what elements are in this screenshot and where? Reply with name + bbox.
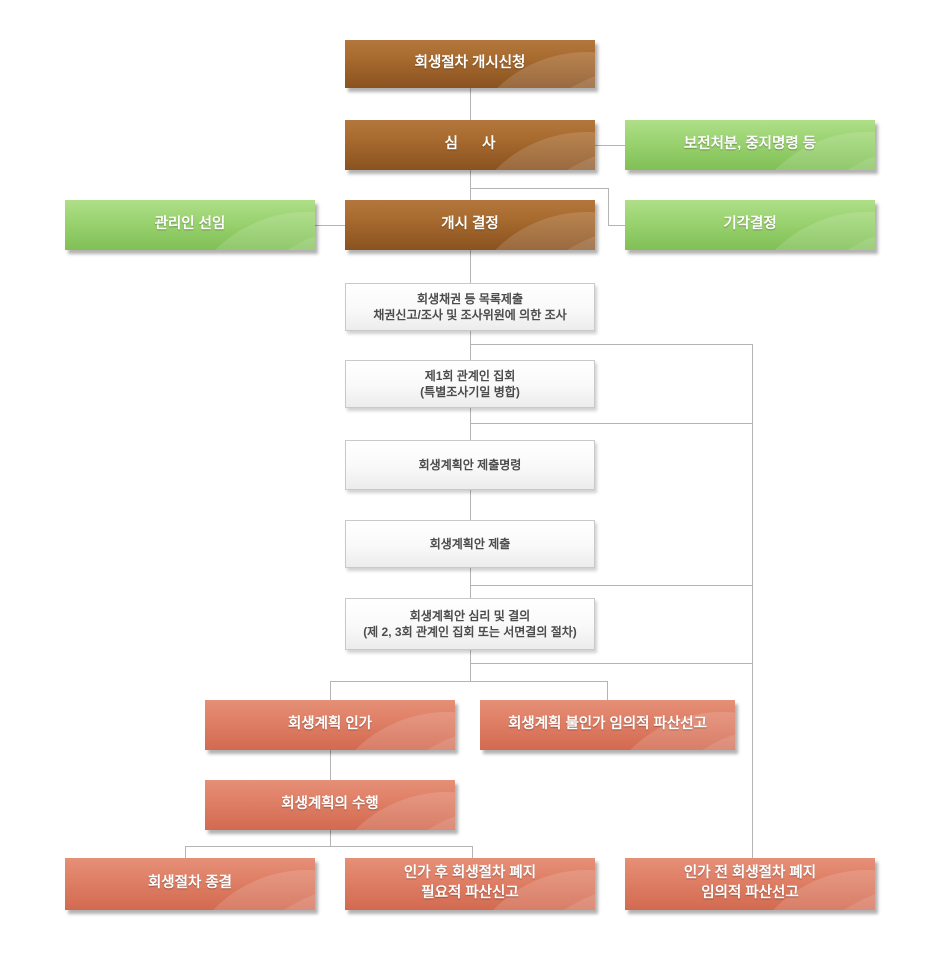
connector (470, 650, 471, 681)
node-label: 심 사 (444, 136, 496, 153)
node-label: 회생절차 종결 (147, 875, 233, 892)
node-dismissal-decision: 기각결정 (625, 200, 875, 250)
node-label: 관리인 선임 (154, 216, 226, 233)
node-commencement-application: 회생절차 개시신청 (345, 40, 595, 88)
node-label: 개시 결정 (441, 216, 499, 233)
node-custodian-appointment: 관리인 선임 (65, 200, 315, 250)
node-label: 기각결정 (723, 216, 777, 233)
node-plan-disapproval: 회생계획 불인가 임의적 파산선고 (480, 700, 735, 750)
connector (607, 681, 608, 700)
connector (470, 331, 471, 360)
node-claims-list-submission: 회생채권 등 목록제출 채권신고/조사 및 조사위원에 의한 조사 (345, 283, 595, 331)
connector (315, 225, 345, 226)
connector (330, 681, 331, 700)
connector (330, 750, 331, 780)
connector (595, 145, 625, 146)
node-plan-submission: 회생계획안 제출 (345, 520, 595, 568)
node-label: 회생절차 개시신청 (414, 55, 526, 72)
connector (470, 169, 471, 200)
node-label: 회생계획안 심리 및 결의 (제 2, 3회 관계인 집회 또는 서면결의 절차… (363, 608, 577, 639)
connector (330, 681, 607, 682)
node-plan-submission-order: 회생계획안 제출명령 (345, 440, 595, 490)
node-discontinuation-after-approval: 인가 후 회생절차 폐지 필요적 파산신고 (345, 858, 595, 910)
connector (185, 846, 472, 847)
node-label: 회생계획안 제출명령 (418, 457, 522, 472)
connector (470, 568, 471, 598)
node-commencement-decision: 개시 결정 (345, 200, 595, 250)
connector (472, 846, 473, 858)
connector (470, 490, 471, 520)
node-plan-review-resolution: 회생계획안 심리 및 결의 (제 2, 3회 관계인 집회 또는 서면결의 절차… (345, 598, 595, 650)
connector (185, 846, 186, 858)
node-label: 회생계획안 제출 (429, 536, 511, 551)
connector (608, 188, 609, 225)
node-label: 회생계획 인가 (287, 716, 373, 733)
node-label: 회생채권 등 목록제출 채권신고/조사 및 조사위원에 의한 조사 (373, 291, 567, 322)
node-plan-execution: 회생계획의 수행 (205, 780, 455, 830)
connector (470, 408, 471, 440)
node-label: 회생계획 불인가 임의적 파산선고 (508, 716, 707, 733)
connector (470, 585, 752, 586)
connector (470, 344, 752, 345)
node-discontinuation-before-approval: 인가 전 회생절차 폐지 임의적 파산선고 (625, 858, 875, 910)
connector (330, 830, 331, 846)
node-plan-approval: 회생계획 인가 (205, 700, 455, 750)
connector (470, 663, 752, 664)
connector (470, 188, 608, 189)
node-label: 인가 후 회생절차 폐지 필요적 파산신고 (403, 865, 537, 901)
node-first-stakeholders-meeting: 제1회 관계인 집회 (특별조사기일 병합) (345, 360, 595, 408)
connector (470, 423, 752, 424)
connector (470, 250, 471, 283)
connector-right-rail (752, 344, 753, 858)
node-label: 인가 전 회생절차 폐지 임의적 파산선고 (683, 865, 817, 901)
connector (470, 88, 471, 120)
node-examination: 심 사 (345, 120, 595, 170)
connector (608, 225, 625, 226)
node-label: 제1회 관계인 집회 (특별조사기일 병합) (420, 368, 520, 399)
node-procedure-closure: 회생절차 종결 (65, 858, 315, 910)
node-preservation-order: 보전처분, 중지명령 등 (625, 120, 875, 170)
node-label: 보전처분, 중지명령 등 (683, 136, 817, 153)
node-label: 회생계획의 수행 (281, 796, 379, 813)
